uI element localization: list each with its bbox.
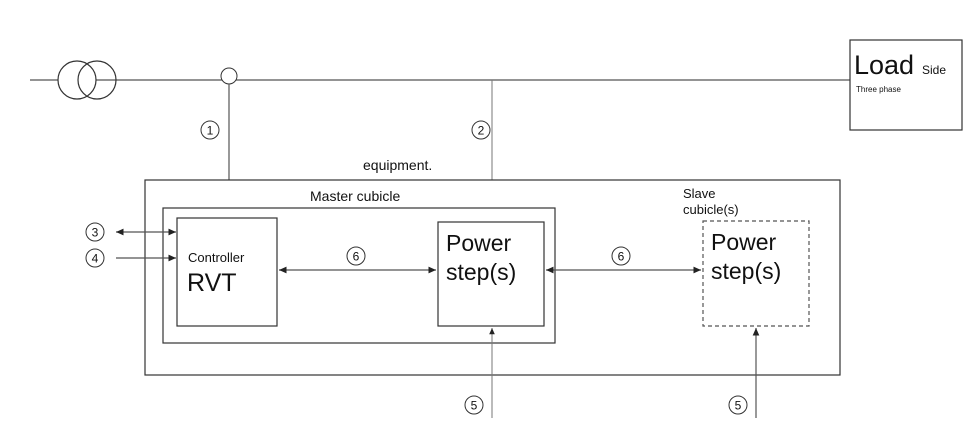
load-box (849, 39, 963, 131)
transformer-icon (57, 60, 117, 100)
marker-6-master: 6 (346, 246, 366, 266)
marker-5-master: 5 (464, 395, 484, 415)
marker-6-slave: 6 (611, 246, 631, 266)
current-transformer-icon (220, 67, 238, 85)
power-steps-line1: Power (446, 230, 512, 256)
load-side: Side (922, 63, 946, 77)
marker-1: 1 (200, 120, 220, 140)
marker-5-slave: 5 (728, 395, 748, 415)
load-title: Load (854, 50, 914, 80)
slave-power-steps-box (702, 220, 810, 327)
svg-text:5: 5 (471, 399, 478, 413)
equipment-label: equipment. (363, 157, 432, 173)
marker-3: 3 (85, 222, 105, 242)
power-steps-line2: step(s) (446, 259, 516, 285)
slave-power-steps-line1: Power (711, 229, 777, 255)
marker-4: 4 (85, 248, 105, 268)
slave-cubicle-label-1: Slave (683, 186, 716, 201)
svg-text:4: 4 (92, 252, 99, 266)
master-cubicle-label: Master cubicle (310, 188, 400, 204)
load-phase: Three phase (856, 85, 901, 94)
slave-power-steps-line2: step(s) (711, 258, 781, 284)
marker-2: 2 (471, 120, 491, 140)
svg-text:2: 2 (478, 124, 485, 138)
controller-box (176, 217, 278, 327)
power-steps-box (437, 221, 545, 327)
svg-text:6: 6 (618, 250, 625, 264)
slave-cubicle-label-2: cubicle(s) (683, 202, 739, 217)
rvt-label: RVT (187, 269, 237, 297)
controller-label: Controller (188, 250, 245, 265)
svg-text:6: 6 (353, 250, 360, 264)
svg-text:5: 5 (735, 399, 742, 413)
svg-text:3: 3 (92, 226, 99, 240)
svg-text:1: 1 (207, 124, 214, 138)
